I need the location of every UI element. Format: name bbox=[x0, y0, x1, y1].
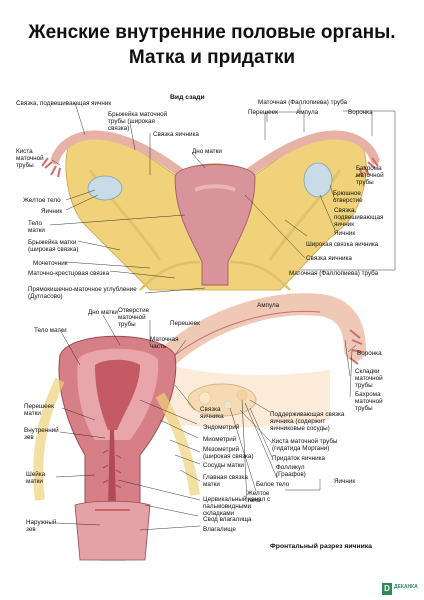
label-uterine-isthmus: Перешеек матки bbox=[24, 403, 54, 417]
label-myometrium: Миометрий bbox=[203, 436, 237, 443]
poster-subtitle: Матка и придатки bbox=[128, 47, 296, 68]
left-fallopian-tube bbox=[50, 130, 185, 177]
label-broad-ovarian-ligament: Широкая связка яичника bbox=[306, 241, 379, 248]
label-tube-cyst: Киста маточной трубы bbox=[16, 148, 44, 169]
label-ampulla: Ампула bbox=[296, 109, 319, 116]
label-epoophoron: Придаток яичника bbox=[272, 455, 326, 462]
label-vaginal-fornix: Свод влагалища bbox=[203, 516, 252, 523]
cervical-canal bbox=[108, 430, 116, 505]
logo-text: ДЕКАНКА bbox=[394, 584, 418, 590]
frontal-section-drawing bbox=[33, 293, 366, 561]
label-infundibulum: Воронка bbox=[348, 109, 373, 116]
leader-lines bbox=[49, 102, 396, 531]
label-ovarian-ligament-frontal: Связка яичника bbox=[200, 406, 224, 420]
label-cervix: Шейка матки bbox=[26, 471, 46, 485]
label-ovary-right: Яичник bbox=[334, 230, 356, 237]
label-fundus-frontal: Дно матки bbox=[88, 309, 118, 316]
label-ovarian-ligament-right: Связка яичника bbox=[306, 255, 352, 262]
right-fallopian-tube bbox=[245, 130, 380, 177]
right-ovary bbox=[303, 162, 333, 198]
label-ovary: Яичник bbox=[41, 208, 63, 215]
label-uterine-part: Маточная часть bbox=[150, 336, 179, 350]
label-mesosalpinx: Брыжейка маточной трубы (широкая связка) bbox=[108, 111, 168, 132]
label-uterosacral-ligament: Маточно-крестцовая связка bbox=[28, 270, 110, 277]
label-uterine-fundus: Дно матки bbox=[192, 148, 222, 155]
label-infundibulum-frontal: Воронка bbox=[357, 350, 382, 357]
label-cardinal-ligament: Главная связка матки bbox=[203, 474, 248, 488]
label-suspensory-ligament: Связка, подвешивающая яичник bbox=[16, 100, 112, 107]
label-graafian-follicle: Фолликул (Граафов) bbox=[276, 464, 306, 478]
poster-title: Женские внутренние половые органы. bbox=[28, 22, 396, 43]
label-ovarian-ligament: Связка яичника bbox=[153, 131, 199, 138]
label-mesometrium-frontal: Мезометрий (широкая связка) bbox=[203, 446, 254, 460]
label-ovary-frontal: Яичник bbox=[334, 478, 356, 485]
label-tube-orifice: Отверстие маточной трубы bbox=[118, 307, 150, 328]
label-corpus-luteum-frontal: Желтое тело bbox=[247, 490, 270, 504]
label-fallopian-tube-bottom: Маточная (Фаллопиева) труба bbox=[289, 270, 379, 277]
label-fimbriae: Бахрома маточной трубы bbox=[356, 165, 384, 186]
label-douglas-pouch: Прямокишечно-маточное углубление (Дуглас… bbox=[28, 286, 137, 300]
label-endometrium: Эндометрий bbox=[203, 424, 240, 431]
posterior-view-drawing bbox=[41, 130, 380, 291]
label-abdominal-ostium: Брюшное отверстие bbox=[333, 190, 363, 204]
label-suspensory-ligament-right: Связка, подвешивающая яичник bbox=[334, 207, 384, 228]
label-ureter: Мочеточник bbox=[33, 260, 68, 267]
label-mesometrium: Брыжейка матки (широкая связка) bbox=[28, 239, 79, 253]
uterus-posterior bbox=[174, 164, 256, 286]
label-corpus-luteum: Желтое тело bbox=[23, 197, 61, 204]
frontal-fallopian-tube bbox=[159, 293, 366, 366]
label-cervical-canal: Цервикальный канал с пальмовидными склад… bbox=[203, 496, 271, 517]
label-ampulla-frontal: Ампула bbox=[257, 302, 280, 309]
label-vagina: Влагалище bbox=[203, 526, 236, 533]
label-isthmus: Перешеек bbox=[248, 109, 278, 116]
frontal-section-caption: Фронтальный разрез яичника bbox=[270, 543, 372, 550]
label-fimbriae-frontal: Бахрома маточной трубы bbox=[355, 391, 383, 412]
label-fallopian-tube-top: Маточная (Фаллопиева) труба bbox=[258, 99, 348, 106]
label-uterus-body-frontal: Тело матки bbox=[34, 327, 67, 334]
label-tube-folds: Складки маточной трубы bbox=[355, 368, 383, 389]
label-suspensory-ligament-frontal: Поддерживающая связка яичника (содержит … bbox=[270, 411, 345, 432]
label-uterus-body: Тело матки bbox=[28, 220, 45, 234]
uterine-cavity bbox=[95, 359, 140, 430]
label-internal-os: Внутренний зев bbox=[24, 427, 59, 441]
label-isthmus-frontal: Перешеек bbox=[170, 320, 200, 327]
left-ovary bbox=[87, 175, 123, 201]
vagina bbox=[74, 500, 151, 561]
label-uterine-vessels: Сосуды матки bbox=[203, 462, 244, 469]
logo-mark: D bbox=[382, 583, 392, 595]
posterior-view-caption: Вид сзади bbox=[170, 94, 205, 101]
publisher-logo: D ДЕКАНКА bbox=[382, 583, 420, 597]
label-external-os: Наружный зев bbox=[26, 519, 57, 533]
label-morgagni-cyst: Киста маточной трубы (гидатида Моргани) bbox=[272, 438, 338, 452]
label-corpus-albicans: Белое тело bbox=[256, 481, 290, 488]
